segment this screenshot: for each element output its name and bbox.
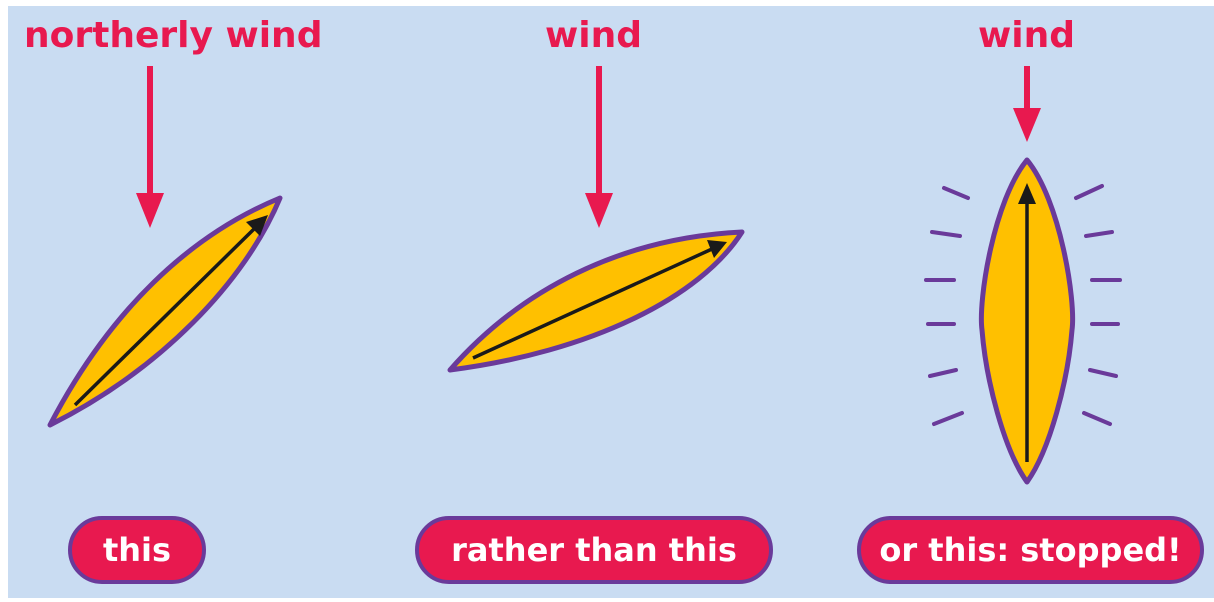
sailboard-1 — [47, 195, 283, 428]
caption-pill-2: rather than this — [415, 516, 773, 584]
caption-pill-1: this — [68, 516, 206, 584]
wind-label-3: wind — [978, 15, 1075, 56]
wind-label-1: northerly wind — [24, 15, 323, 56]
caption-text-2: rather than this — [451, 531, 737, 569]
heading-arrow-1 — [73, 215, 268, 407]
wind-arrow-2 — [585, 66, 613, 228]
caption-pill-3: or this: stopped! — [857, 516, 1204, 584]
heading-arrow-2 — [472, 240, 727, 360]
wind-label-2: wind — [545, 15, 642, 56]
heading-arrow-3 — [1018, 183, 1036, 462]
wind-arrow-1 — [136, 66, 164, 228]
wind-arrow-3 — [1013, 66, 1041, 142]
luffing-lines — [924, 184, 1122, 426]
caption-text-3: or this: stopped! — [879, 531, 1182, 569]
caption-text-1: this — [102, 531, 172, 569]
